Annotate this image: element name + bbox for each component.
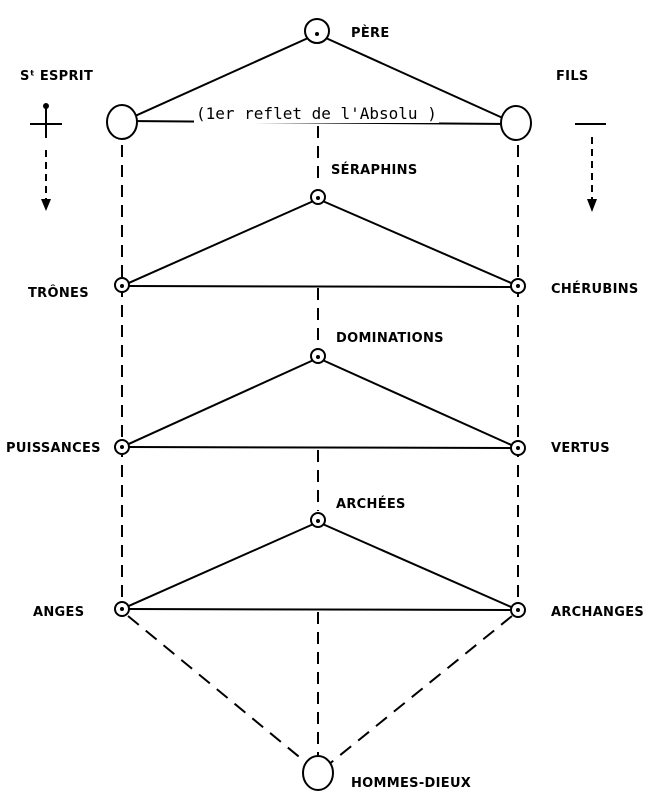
label-hommes-dieux: HOMMES-DIEUX xyxy=(351,776,472,791)
label-archees: ARCHÉES xyxy=(336,497,406,512)
label-pere: PÈRE xyxy=(351,26,390,41)
triangle-2-left-edge xyxy=(121,198,319,287)
triangle-3-right-edge xyxy=(317,357,519,449)
trones-center-dot xyxy=(120,284,124,288)
node-fils xyxy=(500,105,532,141)
label-dominations: DOMINATIONS xyxy=(336,331,444,346)
left-arrow-head xyxy=(41,199,51,211)
label-puissances: PUISSANCES xyxy=(6,441,101,456)
archanges-center-dot xyxy=(516,608,520,612)
triangle-2-right-edge xyxy=(317,198,519,287)
left-dashed-diagonal xyxy=(127,615,310,766)
node-pere xyxy=(304,18,330,44)
dominations-center-dot xyxy=(316,355,320,359)
label-seraphins: SÉRAPHINS xyxy=(331,163,418,178)
annotation-reflet-absolu: (1er reflet de l'Absolu ) xyxy=(194,104,439,123)
label-st-esprit: Sᵗ ESPRIT xyxy=(20,69,94,84)
triangle-3-base xyxy=(121,446,519,449)
puissances-center-dot xyxy=(120,445,124,449)
triangle-4-left-edge xyxy=(121,521,319,610)
label-trones: TRÔNES xyxy=(28,286,89,301)
anges-center-dot xyxy=(120,607,124,611)
archees-center-dot xyxy=(316,519,320,523)
right-arrow-head xyxy=(587,199,597,212)
seraphins-center-dot xyxy=(316,196,320,200)
label-anges: ANGES xyxy=(33,605,85,620)
node-hommes-dieux xyxy=(302,755,334,791)
triangle-4-right-edge xyxy=(317,521,519,611)
label-archanges: ARCHANGES xyxy=(551,605,645,620)
right-dashed-diagonal xyxy=(327,615,513,766)
triangle-1-right-edge xyxy=(316,33,517,125)
pere-center-dot xyxy=(315,32,319,36)
cherubins-center-dot xyxy=(516,284,520,288)
triangle-2-base xyxy=(121,285,519,288)
label-vertus: VERTUS xyxy=(551,441,610,456)
triangle-4-base xyxy=(121,608,519,611)
left-cross-dot xyxy=(43,103,49,109)
node-st-esprit xyxy=(106,104,138,140)
vertus-center-dot xyxy=(516,446,520,450)
label-fils: FILS xyxy=(556,69,589,84)
label-cherubins: CHÉRUBINS xyxy=(551,282,639,297)
triangle-1-left-edge xyxy=(123,33,318,122)
triangle-3-left-edge xyxy=(121,357,319,448)
